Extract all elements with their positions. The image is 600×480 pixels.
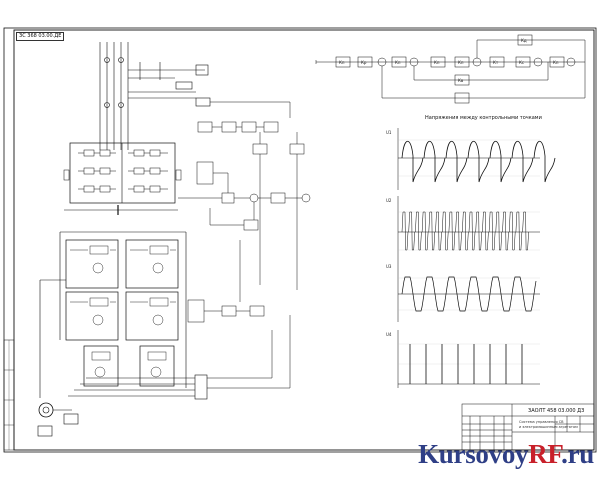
oscillogram-title: Напряжения между контрольными точками (425, 115, 542, 121)
document-code-top: ЗС 368 03.00.ДЕ (16, 32, 65, 41)
watermark-main: Kursovoy (418, 439, 529, 469)
stamp-document-code: ЗАОЛТ 458 03.000 ДЗ (528, 408, 585, 414)
site-watermark: KursovoyRF.ru (418, 441, 594, 468)
loop-block-label: Кп (339, 60, 345, 65)
oscillogram-axis-label: U3 (386, 264, 392, 269)
power-schematic (37, 42, 211, 437)
loop-block-label: Кр (361, 60, 367, 65)
loop-block-label: Кп (553, 60, 559, 65)
oscillogram-axis-label: U4 (386, 332, 392, 337)
stamp-description: Система управления СВ (519, 420, 564, 424)
waveform-3 (401, 276, 537, 312)
waveform-2 (401, 211, 529, 251)
loop-block-label: Кп (395, 60, 401, 65)
loop-block-label: Кв (458, 78, 464, 83)
watermark-tld: .ru (561, 439, 594, 469)
control-loop-diagram (315, 34, 586, 104)
waveform-4 (409, 344, 523, 384)
loop-block-label: Кд (521, 38, 527, 43)
loop-block-label: Кп (434, 60, 440, 65)
oscillogram-axis-label: U1 (386, 130, 392, 135)
loop-block-label: Кп (458, 60, 464, 65)
oscillogram-axes (397, 128, 540, 388)
control-blocks (178, 101, 311, 389)
stamp-description: и электромашинным агрегатом (519, 425, 578, 429)
loop-block-label: Кс (519, 60, 525, 65)
oscillogram-axis-label: U2 (386, 198, 392, 203)
watermark-rf: RF (528, 439, 562, 469)
loop-block-label: Кт (493, 60, 499, 65)
title-block (461, 403, 595, 451)
waveform-1 (401, 140, 556, 183)
oscillogram-grids (398, 139, 540, 365)
sheet-frame (3, 27, 597, 453)
